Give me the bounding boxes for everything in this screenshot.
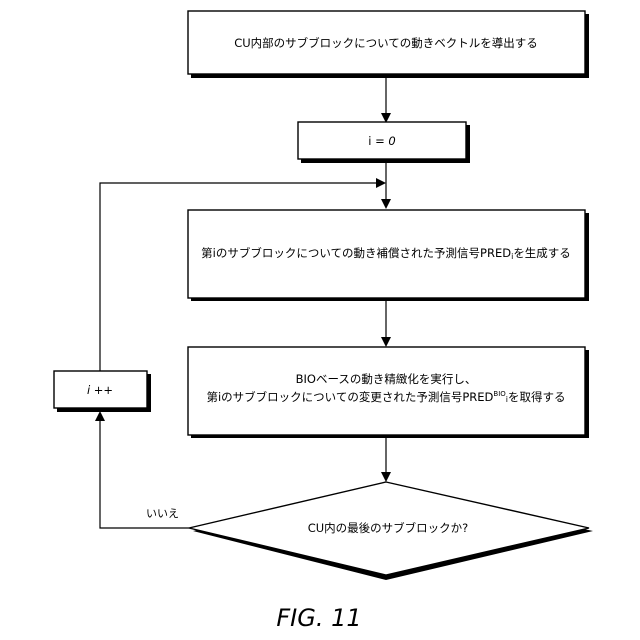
- label-no: いいえ: [146, 507, 179, 520]
- init-index-var: i =: [368, 134, 388, 148]
- arrow-init-to-generate: [381, 161, 391, 209]
- arrow-bio-to-decision: [381, 437, 391, 482]
- decision-last-subblock: CU内の最後のサブブロックか?: [189, 482, 593, 580]
- step-derive-motion-vectors-label: CU内部のサブブロックについての動きベクトルを導出する: [234, 36, 538, 50]
- step-derive-motion-vectors: CU内部のサブブロックについての動きベクトルを導出する: [188, 11, 589, 78]
- bio-label-line2: 第iのサブブロックについての変更された予測信号PREDBIOiを取得する: [206, 390, 565, 404]
- bio-label-sup: BIO: [493, 390, 506, 398]
- generate-label-tail: を生成する: [513, 246, 571, 260]
- bio-label-line2-main: 第iのサブブロックについての変更された予測信号PRED: [206, 390, 493, 404]
- decision-label: CU内の最後のサブブロックか?: [308, 521, 469, 535]
- step-generate-prediction: 第iのサブブロックについての動き補償された予測信号PREDiを生成する: [188, 210, 589, 301]
- step-generate-prediction-label: 第iのサブブロックについての動き補償された予測信号PREDiを生成する: [201, 246, 571, 261]
- arrow-generate-to-bio: [381, 300, 391, 347]
- step-init-index: i = 0: [298, 122, 470, 163]
- figure-caption: FIG. 11: [276, 604, 361, 632]
- generate-label-main: 第iのサブブロックについての動き補償された予測信号PRED: [201, 246, 511, 260]
- init-index-zero: 0: [388, 134, 395, 148]
- arrow-derive-to-init: [381, 76, 391, 123]
- bio-label-line1: BIOベースの動き精緻化を実行し、: [296, 372, 477, 386]
- bio-label-line2-tail: を取得する: [508, 390, 566, 404]
- step-increment-index: i ++: [54, 371, 151, 412]
- step-init-index-label: i = 0: [368, 134, 395, 148]
- step-bio-refinement: BIOベースの動き精緻化を実行し、 第iのサブブロックについての変更された予測信…: [188, 347, 589, 438]
- step-increment-index-label: i ++: [87, 383, 113, 397]
